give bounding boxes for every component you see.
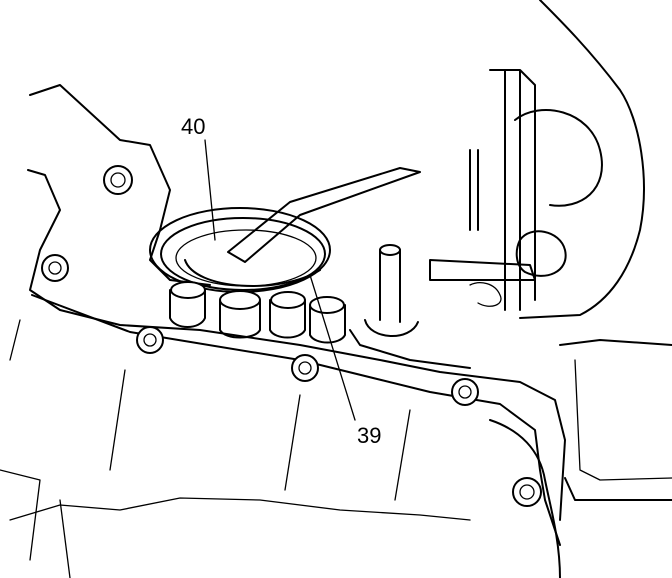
callout-39: 39 — [357, 423, 382, 448]
oil-seal-assembly — [149, 207, 331, 293]
flange-bolts — [41, 165, 542, 507]
transmission-case — [0, 84, 672, 578]
screwdriver-blade — [227, 167, 421, 263]
support-post — [469, 69, 536, 311]
callout-40: 40 — [181, 114, 206, 139]
selector-shaft — [349, 244, 471, 369]
technician-hand — [429, 0, 645, 319]
leader-lines — [204, 139, 356, 421]
case-bosses — [169, 281, 346, 344]
